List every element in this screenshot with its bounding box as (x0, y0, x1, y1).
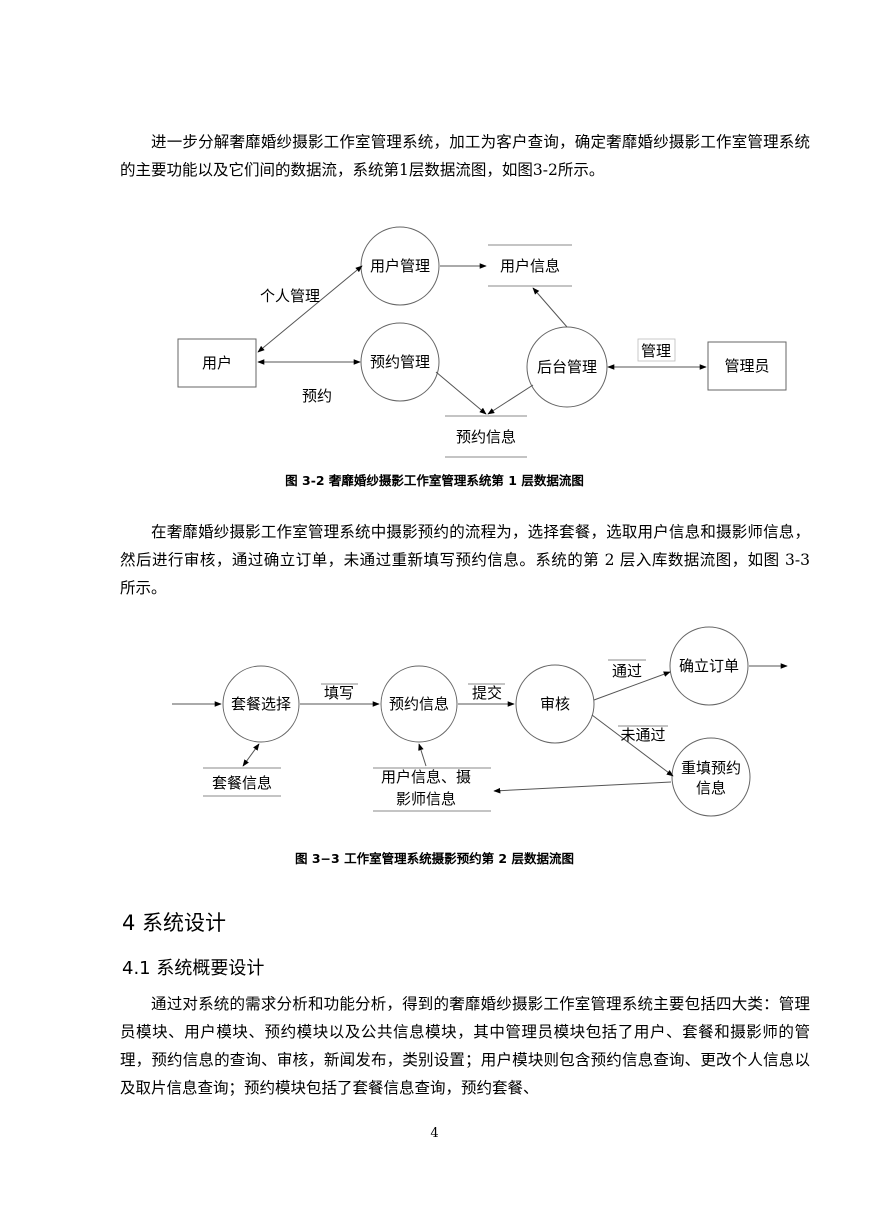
backend-mgmt-label: 后台管理 (537, 358, 597, 376)
page-number: 4 (430, 1126, 439, 1141)
package-select-label: 套餐选择 (231, 695, 291, 713)
figure-3-2-diagram: 用户 用户管理 预约管理 后台管理 管理员 用户信息 预约信息 个人管理 预约 … (177, 226, 787, 458)
flow-package-info-package-select (242, 743, 260, 767)
flow-booking-mgmt-to-booking-info (435, 371, 487, 415)
user-mgmt-label: 用户管理 (370, 257, 430, 275)
refill-booking-label-line2: 信息 (696, 779, 726, 797)
review-process (515, 664, 595, 744)
flow-user-to-user-mgmt (257, 265, 363, 353)
user-entity-box (177, 338, 257, 388)
user-photographer-store-line1: 用户信息、摄 (381, 768, 471, 786)
user-entity-label: 用户 (202, 354, 232, 372)
paragraph-intro: 进一步分解奢靡婚纱摄影工作室管理系统，加工为客户查询，确定奢靡婚纱摄影工作室管理… (120, 133, 810, 179)
admin-entity-label: 管理员 (724, 357, 769, 375)
booking-info-process-label: 预约信息 (389, 695, 449, 713)
review-label: 审核 (540, 695, 570, 713)
section-heading-4: 4 系统设计 (122, 911, 227, 935)
paragraph-booking-flow: 在奢靡婚纱摄影工作室管理系统中摄影预约的流程为，选择套餐，选取用户信息和摄影师信… (120, 523, 810, 597)
figure-3-3-diagram: 套餐选择 预约信息 审核 确立订单 重填预约 信息 套餐信息 用户信息、摄 影师… (172, 626, 788, 817)
confirm-order-label: 确立订单 (679, 657, 739, 675)
booking-info-process (380, 665, 458, 743)
refill-booking-process (671, 737, 751, 817)
user-photographer-store-line2: 影师信息 (396, 790, 456, 808)
personal-mgmt-flow-label: 个人管理 (260, 287, 320, 305)
flow-refill-to-user-photographer (493, 781, 672, 794)
flow-user-photographer-to-booking-info (418, 743, 427, 767)
figure-3-2-caption: 图 3-2 奢靡婚纱摄影工作室管理系统第 1 层数据流图 (285, 473, 584, 488)
submit-flow-label: 提交 (472, 684, 502, 702)
pass-flow-label: 通过 (612, 662, 642, 680)
user-info-store-label: 用户信息 (500, 257, 560, 275)
booking-mgmt-process (360, 322, 440, 402)
fail-flow-label: 未通过 (620, 726, 665, 744)
package-info-store-label: 套餐信息 (212, 774, 272, 792)
paragraph-overview: 通过对系统的需求分析和功能分析，得到的奢靡婚纱摄影工作室管理系统主要包括四大类：… (120, 995, 810, 1097)
booking-info-store-label: 预约信息 (456, 428, 516, 446)
flow-backend-to-booking-info (487, 384, 534, 415)
refill-booking-label-line1: 重填预约 (681, 759, 741, 777)
package-select-process (222, 665, 300, 743)
manage-flow-label: 管理 (641, 342, 671, 360)
flow-backend-to-user-info (532, 287, 568, 328)
confirm-order-process (669, 626, 749, 706)
section-heading-4-1: 4.1 系统概要设计 (122, 958, 265, 979)
flow-review-to-confirm-order (593, 671, 671, 701)
booking-flow-label: 预约 (302, 387, 332, 405)
flow-review-to-refill (591, 714, 674, 777)
fill-flow-label: 填写 (324, 684, 354, 702)
figure-3-3-caption: 图 3−3 工作室管理系统摄影预约第 2 层数据流图 (295, 851, 574, 866)
manage-flow-label-box (637, 338, 676, 362)
admin-entity-box (707, 341, 787, 391)
booking-mgmt-label: 预约管理 (370, 353, 430, 371)
